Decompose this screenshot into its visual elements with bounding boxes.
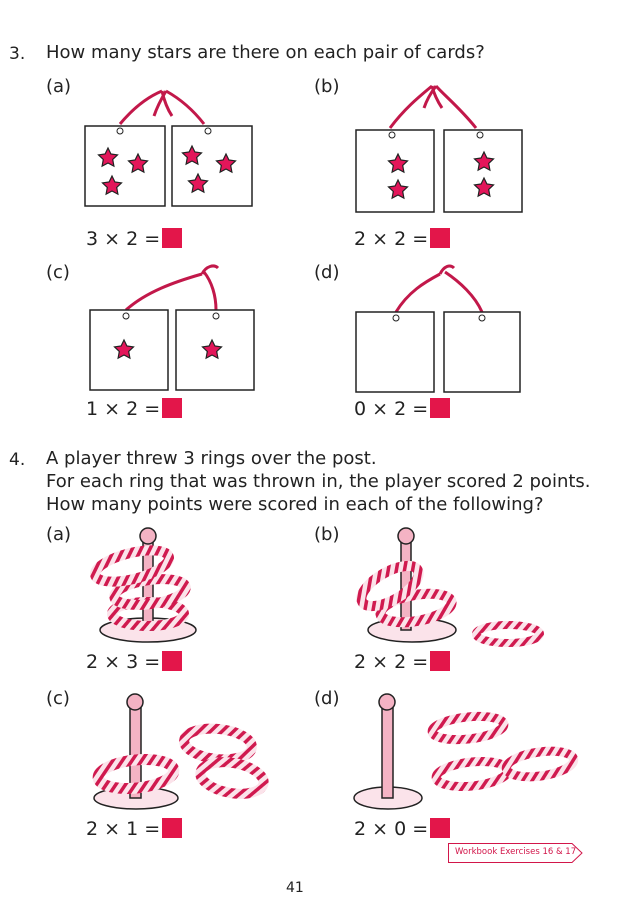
q4d-equation: 2 × 0 = [354, 818, 451, 840]
q4b-label: (b) [314, 524, 340, 545]
q4a-ring-post-illustration [89, 527, 197, 643]
question-3-number: 3. [9, 44, 26, 64]
arrow-tag-icon [448, 843, 583, 863]
q3b-equation: 2 × 2 = [354, 228, 451, 250]
answer-box[interactable] [430, 818, 451, 838]
workbook-reference-tag[interactable]: Workbook Exercises 16 & 17 [448, 843, 583, 863]
q4c-equation: 2 × 1 = [86, 818, 183, 840]
answer-box[interactable] [162, 398, 183, 418]
q4a-equation: 2 × 3 = [86, 651, 183, 673]
question-4-number: 4. [9, 450, 26, 470]
q3c-cards-illustration [89, 264, 255, 391]
q3c-equation: 1 × 2 = [86, 398, 183, 420]
q4d-ring-post-illustration [353, 693, 579, 810]
q3b-cards-illustration [355, 84, 523, 213]
question-4-line-3: How many points were scored in each of t… [46, 494, 544, 515]
q4c-label: (c) [46, 688, 70, 709]
q3a-cards-illustration [84, 89, 253, 207]
question-4-line-2: For each ring that was thrown in, the pl… [46, 471, 591, 492]
answer-box[interactable] [162, 228, 183, 248]
workbook-reference-text: Workbook Exercises 16 & 17 [455, 847, 577, 857]
question-4-line-1: A player threw 3 rings over the post. [46, 448, 377, 469]
q3d-label: (d) [314, 262, 340, 283]
question-3-text: How many stars are there on each pair of… [46, 42, 485, 63]
q3d-equation: 0 × 2 = [354, 398, 451, 420]
q4b-ring-post-illustration [356, 527, 544, 647]
q3a-equation: 3 × 2 = [86, 228, 183, 250]
q3c-label: (c) [46, 262, 70, 283]
q4c-ring-post-illustration [92, 693, 269, 810]
answer-box[interactable] [430, 398, 451, 418]
page-number: 41 [286, 880, 304, 896]
answer-box[interactable] [430, 228, 451, 248]
q4b-equation: 2 × 2 = [354, 651, 451, 673]
q3b-label: (b) [314, 76, 340, 97]
answer-box[interactable] [162, 651, 183, 671]
q3a-label: (a) [46, 76, 72, 97]
q4d-label: (d) [314, 688, 340, 709]
q3d-cards-illustration [355, 264, 521, 393]
q4a-label: (a) [46, 524, 72, 545]
answer-box[interactable] [430, 651, 451, 671]
answer-box[interactable] [162, 818, 183, 838]
